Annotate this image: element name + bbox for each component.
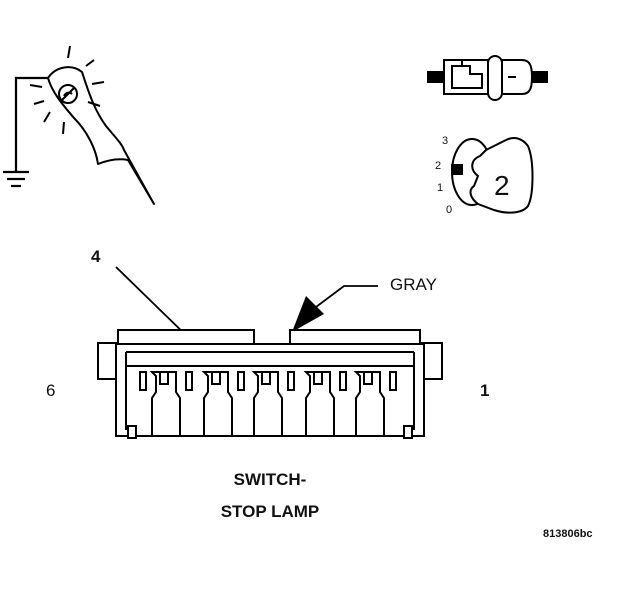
- cavity-6: [149, 371, 181, 437]
- pin-label-left: 6: [46, 381, 56, 400]
- title-line-2: STOP LAMP: [220, 502, 320, 521]
- gray-wire-leader: [292, 285, 378, 332]
- cavity-2: [353, 371, 385, 437]
- callout-number: 4: [91, 247, 101, 266]
- cavity-1-partial: [139, 371, 397, 391]
- test-light-probe-icon: [29, 45, 155, 205]
- ground-symbol-icon: [3, 76, 48, 188]
- ignition-key-icon: [451, 137, 534, 214]
- cavity-3: [303, 371, 335, 437]
- connector-icon: [427, 55, 548, 101]
- cavity-4: [251, 371, 283, 437]
- key-position-2: 2: [435, 160, 442, 172]
- wire-color-label: GRAY: [390, 275, 437, 294]
- key-number: 2: [494, 170, 510, 201]
- figure-id: 813806bc: [543, 528, 593, 540]
- title-line-1: SWITCH-: [233, 470, 307, 489]
- key-position-0: 0: [446, 204, 453, 216]
- key-position-1: 1: [437, 182, 444, 194]
- key-position-3: 3: [442, 135, 449, 147]
- cavity-5: [201, 371, 233, 437]
- terminal-cavities: [139, 371, 397, 437]
- pin-label-right: 1: [480, 381, 490, 400]
